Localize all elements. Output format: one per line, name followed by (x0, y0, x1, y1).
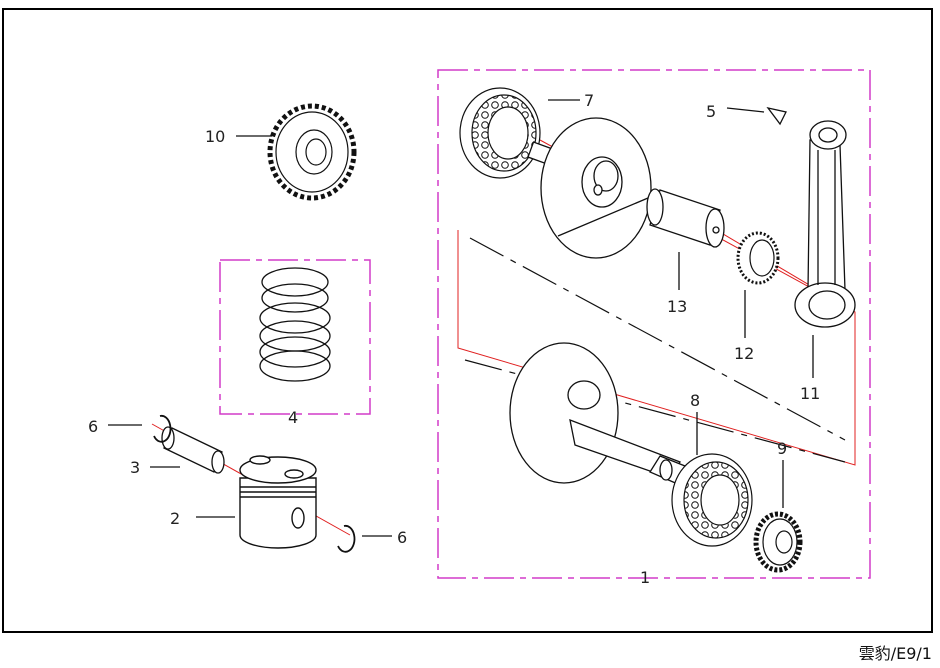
callout-7: 7 (584, 91, 594, 110)
callout-5: 5 (706, 102, 716, 121)
callout-8: 8 (690, 391, 700, 410)
callout-4: 4 (288, 408, 298, 427)
callout-9: 9 (777, 439, 787, 458)
callout-12: 12 (734, 344, 754, 363)
callout-1: 1 (640, 568, 650, 587)
piston-rings-drawing (259, 267, 331, 382)
woodruff-key-drawing (766, 106, 787, 126)
callout-2: 2 (170, 509, 180, 528)
diagram-code-footer: 雲豹/E9/1 (858, 644, 932, 663)
callout-3: 3 (130, 458, 140, 477)
circlips-drawing (153, 414, 356, 553)
upper-crank-half-drawing (527, 117, 652, 259)
leader-lines (108, 99, 814, 537)
connecting-rod-drawing (794, 120, 856, 328)
bearing-8-drawing (671, 453, 753, 547)
callout-13: 13 (667, 297, 687, 316)
gear-10-drawing (267, 103, 357, 201)
callout-6-left: 6 (88, 417, 98, 436)
needle-bearing-drawing (736, 231, 780, 285)
callout-6-right: 6 (397, 528, 407, 547)
gear-9-drawing (753, 511, 803, 573)
crank-pin-drawing (646, 188, 725, 248)
callout-11: 11 (800, 384, 820, 403)
piston-ring-group-box (219, 259, 371, 415)
piston-drawing (239, 455, 317, 549)
bearing-7-drawing (459, 87, 541, 179)
lower-crank-half-drawing (509, 342, 691, 486)
piston-pin-drawing (161, 426, 225, 474)
crankshaft-group-box (437, 69, 871, 579)
diagram-frame (2, 8, 933, 633)
callout-10: 10 (205, 127, 225, 146)
